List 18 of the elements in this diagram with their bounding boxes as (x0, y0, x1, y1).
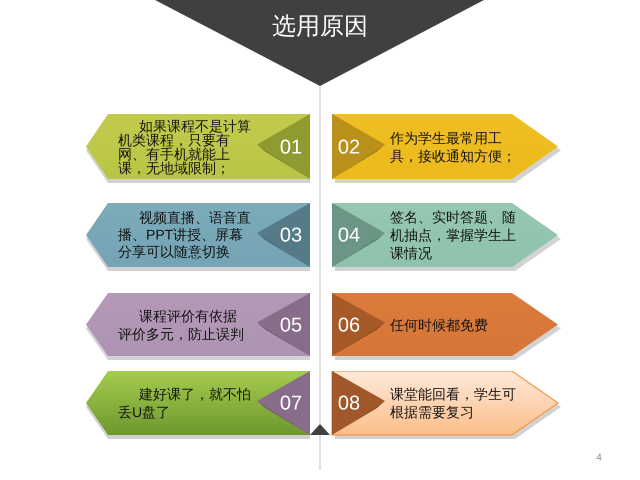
reason-text: 课堂能回看，学生可根据需要复习 (390, 385, 517, 421)
step-number: 05 (280, 314, 302, 337)
page-number: 4 (596, 452, 602, 464)
step-number: 04 (338, 224, 360, 248)
reason-text: 如果课程不是计算机类课程，只要有网、有手机就能上课，无地域限制； (118, 118, 252, 174)
step-number: 07 (280, 392, 302, 416)
step-number: 02 (338, 136, 360, 159)
reason-text: 视频直播、语音直播、PPT讲授、屏幕分享可以随意切换 (118, 210, 252, 260)
reason-text: 签名、实时答题、随机抽点，掌握学生上课情况 (390, 208, 517, 262)
step-number: 03 (280, 224, 302, 248)
reason-text: 建好课了，就不怕丢U盘了 (118, 385, 252, 421)
step-number: 01 (280, 136, 302, 159)
step-number: 06 (338, 314, 360, 337)
reason-text: 作为学生最常用工具，接收通知方便； (390, 128, 517, 164)
reason-text: 任何时候都免费 (390, 316, 488, 334)
step-number: 08 (338, 392, 360, 416)
title: 选用原因 (272, 12, 368, 42)
reason-text: 课程评价有依据评价多元，防止误判 (118, 306, 245, 342)
